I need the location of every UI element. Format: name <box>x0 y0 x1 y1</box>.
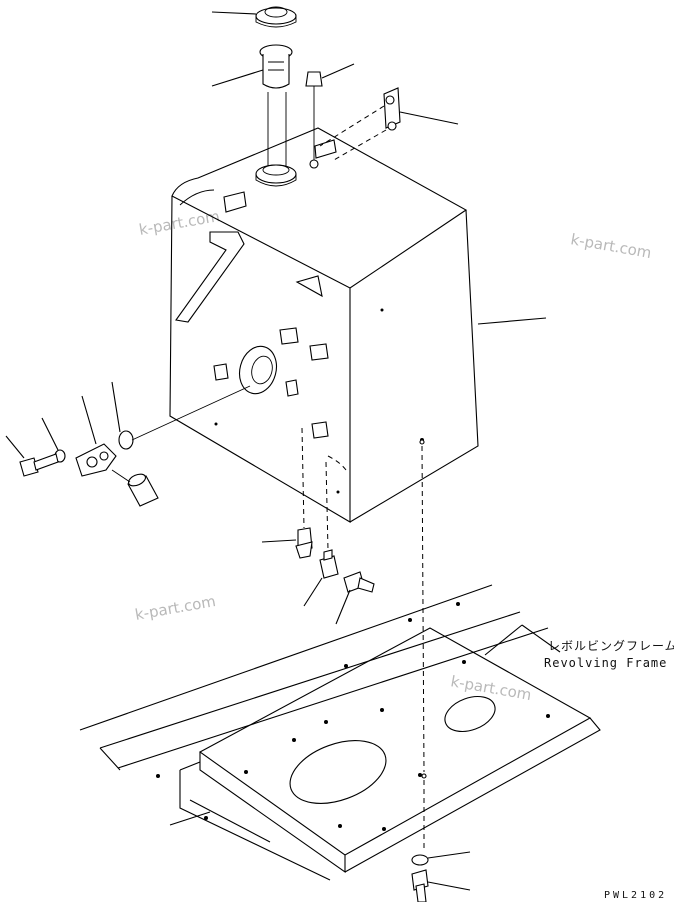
revolving-frame-label-jp: レボルビングフレーム <box>548 639 674 653</box>
drawing-code: PWL2102 <box>604 890 667 901</box>
revolving-frame-label-en: Revolving Frame <box>544 656 667 670</box>
drain-valve-assembly <box>5 381 251 507</box>
breather <box>305 63 355 169</box>
revolving-frame <box>79 584 601 881</box>
fuel-tank <box>169 127 479 523</box>
frame-hole <box>156 602 550 831</box>
watermark: k-part.com <box>134 592 218 624</box>
fuel-line-dashed <box>327 455 347 471</box>
tank-leader <box>477 317 547 325</box>
tee-fitting <box>303 461 339 607</box>
hose-connector <box>335 571 375 625</box>
filler-strainer <box>211 44 293 166</box>
fuel-cap <box>211 6 297 28</box>
watermark: k-part.com <box>449 672 533 704</box>
watermark: k-part.com <box>138 207 222 239</box>
elbow-fitting <box>261 427 313 559</box>
mounting-bolt <box>411 439 471 902</box>
watermark: k-part.com <box>569 230 653 262</box>
tank-bracket <box>319 87 459 161</box>
